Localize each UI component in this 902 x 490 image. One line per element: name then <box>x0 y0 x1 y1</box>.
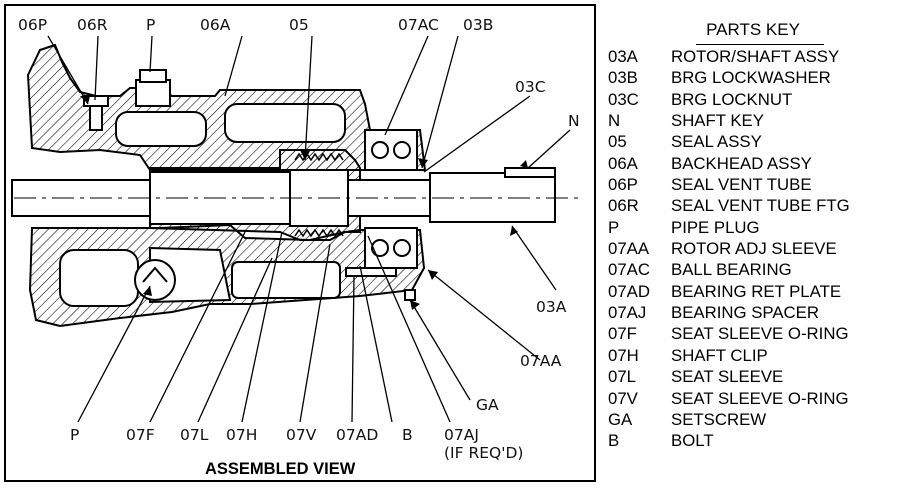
part-code: 07AD <box>608 281 650 301</box>
parts-key-row: 03B BRG LOCKWASHER <box>608 67 898 88</box>
assembled-view-title: ASSEMBLED VIEW <box>205 460 356 478</box>
bolt-and-setscrew <box>345 267 416 301</box>
part-description: SEAT SLEEVE O-RING <box>671 324 849 344</box>
parts-key-row: 06P SEAL VENT TUBE <box>608 174 898 195</box>
parts-key-row: 06A BACKHEAD ASSY <box>608 153 898 174</box>
part-description: BOLT <box>671 431 714 451</box>
parts-key-row: B BOLT <box>608 430 898 451</box>
vent-tube-and-plug <box>83 69 171 131</box>
part-code: B <box>608 431 620 451</box>
part-code: N <box>608 111 621 131</box>
callout-06A: 06A <box>200 16 231 34</box>
parts-key-row: 07AA ROTOR ADJ SLEEVE <box>608 238 898 259</box>
parts-key-row: 07AJ BEARING SPACER <box>608 302 898 323</box>
part-description: BRG LOCKNUT <box>671 89 793 109</box>
callout-07V: 07V <box>286 426 317 444</box>
callout-07L: 07L <box>180 426 209 444</box>
parts-key-row: 03C BRG LOCKNUT <box>608 89 898 110</box>
part-code: 07F <box>608 324 637 344</box>
rotor-shaft <box>11 167 556 227</box>
callout-03B: 03B <box>463 16 493 34</box>
callout-07F: 07F <box>126 426 155 444</box>
parts-key-row: 07AC BALL BEARING <box>608 259 898 280</box>
part-code: 03B <box>608 68 638 88</box>
part-description: BACKHEAD ASSY <box>671 153 812 173</box>
assembled-view-drawing: 06P 06R P 06A 05 07AC 03B 03C N 03A 07AA… <box>11 16 580 478</box>
callout-05: 05 <box>289 16 309 34</box>
part-code: P <box>608 217 620 237</box>
callout-labels: 06P 06R P 06A 05 07AC 03B 03C N 03A 07AA… <box>18 16 580 478</box>
part-code: 03A <box>608 47 638 66</box>
part-description: SEAT SLEEVE <box>671 367 784 387</box>
part-description: PIPE PLUG <box>671 217 760 237</box>
parts-key-title-underline <box>696 44 824 45</box>
parts-key-row: 07V SEAT SLEEVE O-RING <box>608 388 898 409</box>
part-code: 03C <box>608 89 639 109</box>
part-code: 07AC <box>608 260 650 280</box>
part-code: 07L <box>608 367 636 387</box>
callout-07AD: 07AD <box>336 426 378 444</box>
parts-key-row: 07H SHAFT CLIP <box>608 345 898 366</box>
part-code: 06P <box>608 175 638 195</box>
callout-03A: 03A <box>536 298 567 316</box>
part-code: 07AJ <box>608 303 647 323</box>
part-code: 05 <box>608 132 627 152</box>
part-description: ROTOR/SHAFT ASSY <box>671 47 840 66</box>
callout-06R: 06R <box>77 16 108 34</box>
callout-06P: 06P <box>18 16 47 34</box>
seal-spring <box>294 152 344 238</box>
part-code: 06R <box>608 196 639 216</box>
callout-P-bottom: P <box>70 426 79 444</box>
housing-cavities <box>59 103 346 307</box>
callout-N: N <box>568 112 580 130</box>
part-description: SHAFT CLIP <box>671 345 768 365</box>
parts-key-rows: 03A ROTOR/SHAFT ASSY 03B BRG LOCKWASHER 03C B… <box>608 46 898 452</box>
parts-key-row: 07F SEAT SLEEVE O-RING <box>608 323 898 344</box>
parts-key-row: 06R SEAL VENT TUBE FTG <box>608 195 898 216</box>
part-code: 07H <box>608 345 639 365</box>
parts-key-row: 07L SEAT SLEEVE <box>608 366 898 387</box>
part-description: SETSCREW <box>671 409 767 429</box>
parts-key-row: P PIPE PLUG <box>608 217 898 238</box>
callout-07AC: 07AC <box>398 16 439 34</box>
part-code: GA <box>608 409 633 429</box>
drawing-frame <box>4 4 596 482</box>
part-description: BRG LOCKWASHER <box>671 68 831 88</box>
callout-07AJ: 07AJ <box>444 426 479 444</box>
leader-lines <box>47 35 571 423</box>
part-description: SEAL VENT TUBE FTG <box>671 196 850 216</box>
parts-key-row: GA SETSCREW <box>608 409 898 430</box>
part-description: SEAL VENT TUBE <box>671 175 812 195</box>
part-code: 07V <box>608 388 638 408</box>
parts-key-row: 03A ROTOR/SHAFT ASSY <box>608 46 898 67</box>
leader-arrowheads <box>80 96 528 310</box>
callout-P-top: P <box>146 16 155 34</box>
parts-key-row: 07AD BEARING RET PLATE <box>608 281 898 302</box>
part-description: SHAFT KEY <box>671 111 764 131</box>
part-description: SEAT SLEEVE O-RING <box>671 388 849 408</box>
parts-key-title: PARTS KEY <box>706 20 800 39</box>
part-description: BEARING RET PLATE <box>671 281 842 301</box>
lower-pipe-plug <box>134 259 176 301</box>
callout-GA: GA <box>476 396 499 414</box>
parts-key-row: 05 SEAL ASSY <box>608 131 898 152</box>
callout-07AA: 07AA <box>520 352 562 370</box>
callout-07H: 07H <box>226 426 257 444</box>
part-code: 06A <box>608 153 638 173</box>
callout-03C: 03C <box>515 78 546 96</box>
callout-07AJ-note: (IF REQ'D) <box>444 444 523 462</box>
part-description: ROTOR ADJ SLEEVE <box>671 239 837 259</box>
part-code: 07AA <box>608 239 650 259</box>
parts-key-table: PARTS KEY 03A ROTOR/SHAFT ASSY 03B BRG LOCK… <box>608 12 898 487</box>
parts-key-row: N SHAFT KEY <box>608 110 898 131</box>
part-description: SEAL ASSY <box>671 132 762 152</box>
callout-B: B <box>402 426 413 444</box>
part-description: BALL BEARING <box>671 260 792 280</box>
part-description: BEARING SPACER <box>671 303 819 323</box>
